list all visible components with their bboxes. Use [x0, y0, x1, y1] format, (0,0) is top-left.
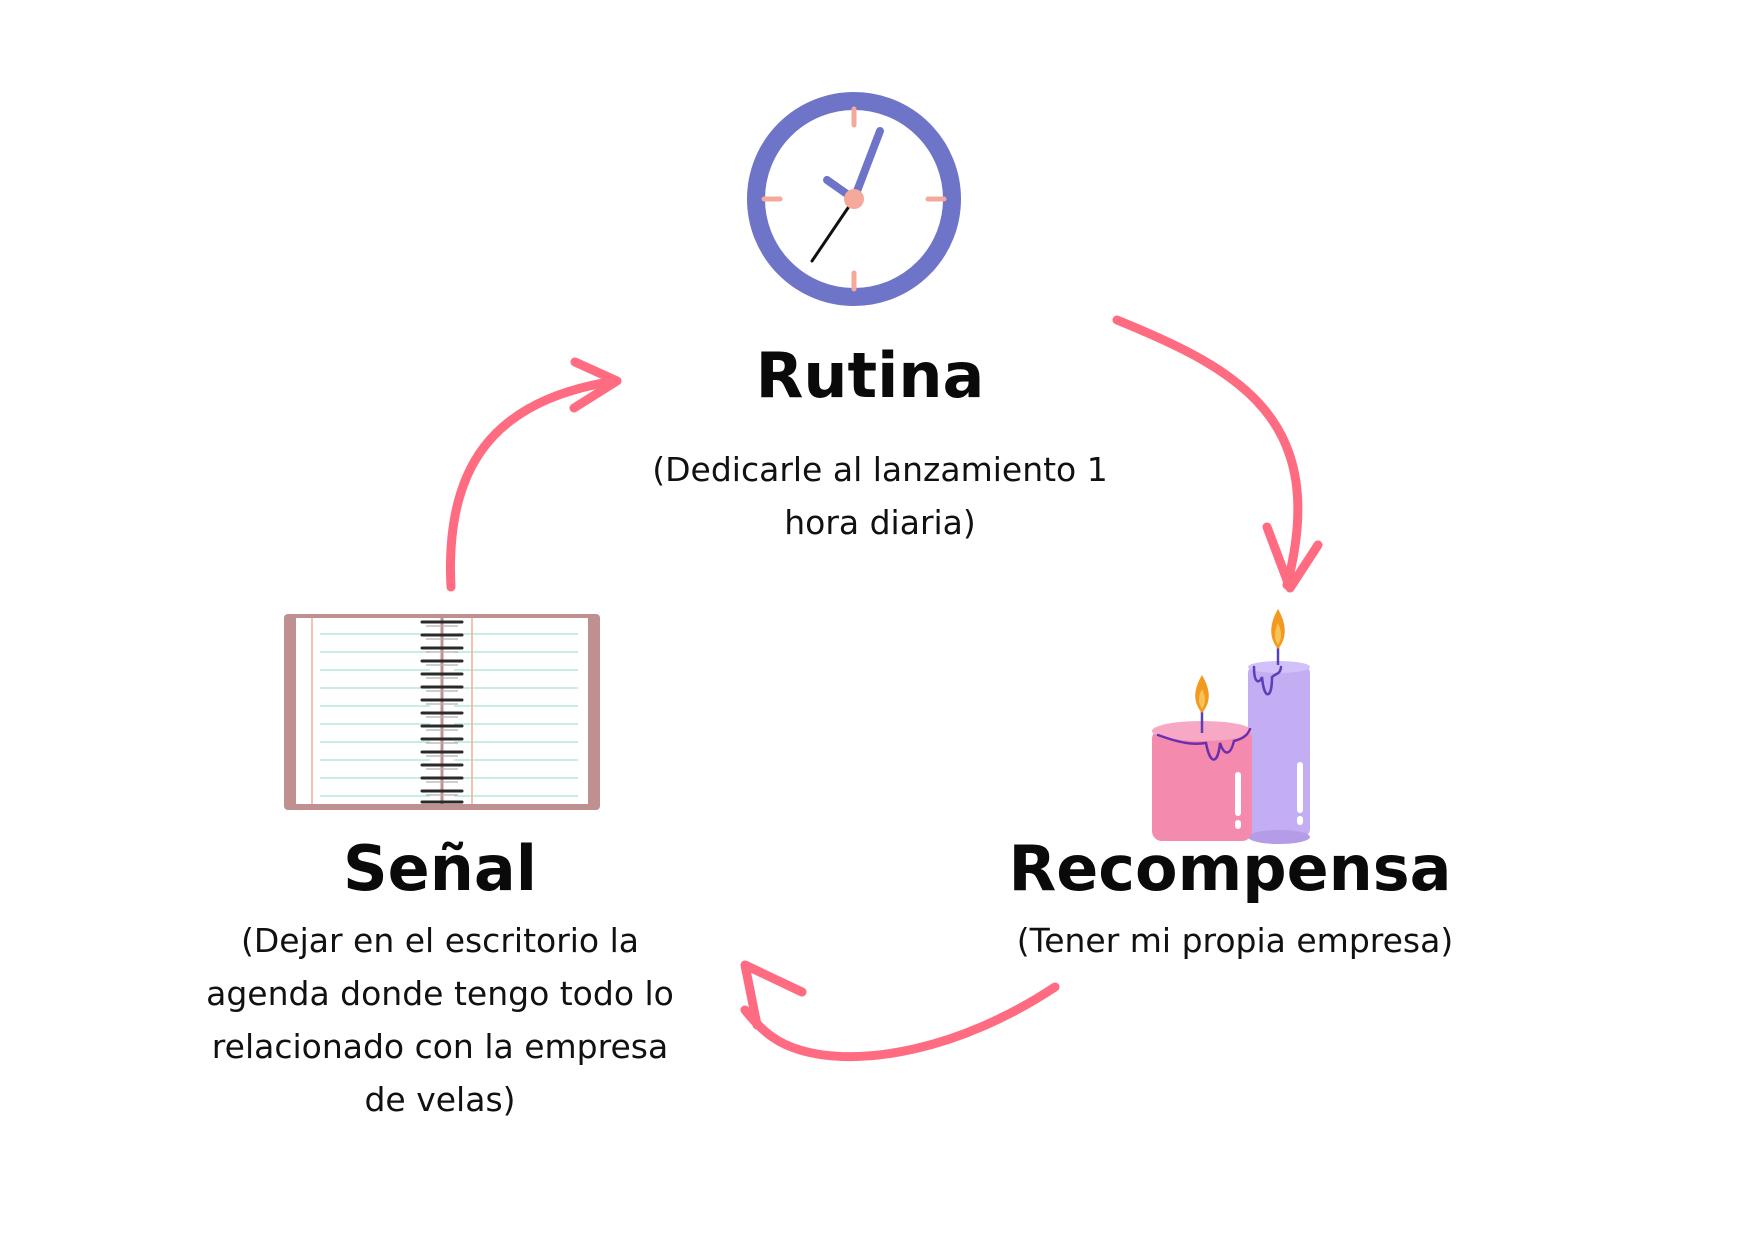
- senal-description: (Dejar en el escritorio la agenda donde …: [160, 914, 720, 1126]
- rutina-desc-line: hora diaria): [784, 503, 976, 542]
- clock-icon: [747, 92, 961, 306]
- notebook-icon: [284, 614, 600, 810]
- recompensa-title: Recompensa: [1008, 832, 1452, 905]
- recompensa-description: (Tener mi propia empresa): [985, 914, 1485, 967]
- rutina-desc-line: (Dedicarle al lanzamiento 1: [652, 450, 1108, 489]
- recompensa-desc-line: (Tener mi propia empresa): [1016, 921, 1454, 960]
- rutina-title: Rutina: [755, 339, 985, 412]
- rutina-description: (Dedicarle al lanzamiento 1 hora diaria): [580, 443, 1180, 549]
- candles-icon: [1152, 609, 1310, 844]
- senal-desc-line: agenda donde tengo todo lo: [206, 974, 674, 1013]
- senal-desc-line: (Dejar en el escritorio la: [240, 921, 639, 960]
- senal-title: Señal: [343, 832, 537, 905]
- senal-desc-line: relacionado con la empresa: [211, 1027, 669, 1066]
- senal-desc-line: de velas): [364, 1080, 516, 1119]
